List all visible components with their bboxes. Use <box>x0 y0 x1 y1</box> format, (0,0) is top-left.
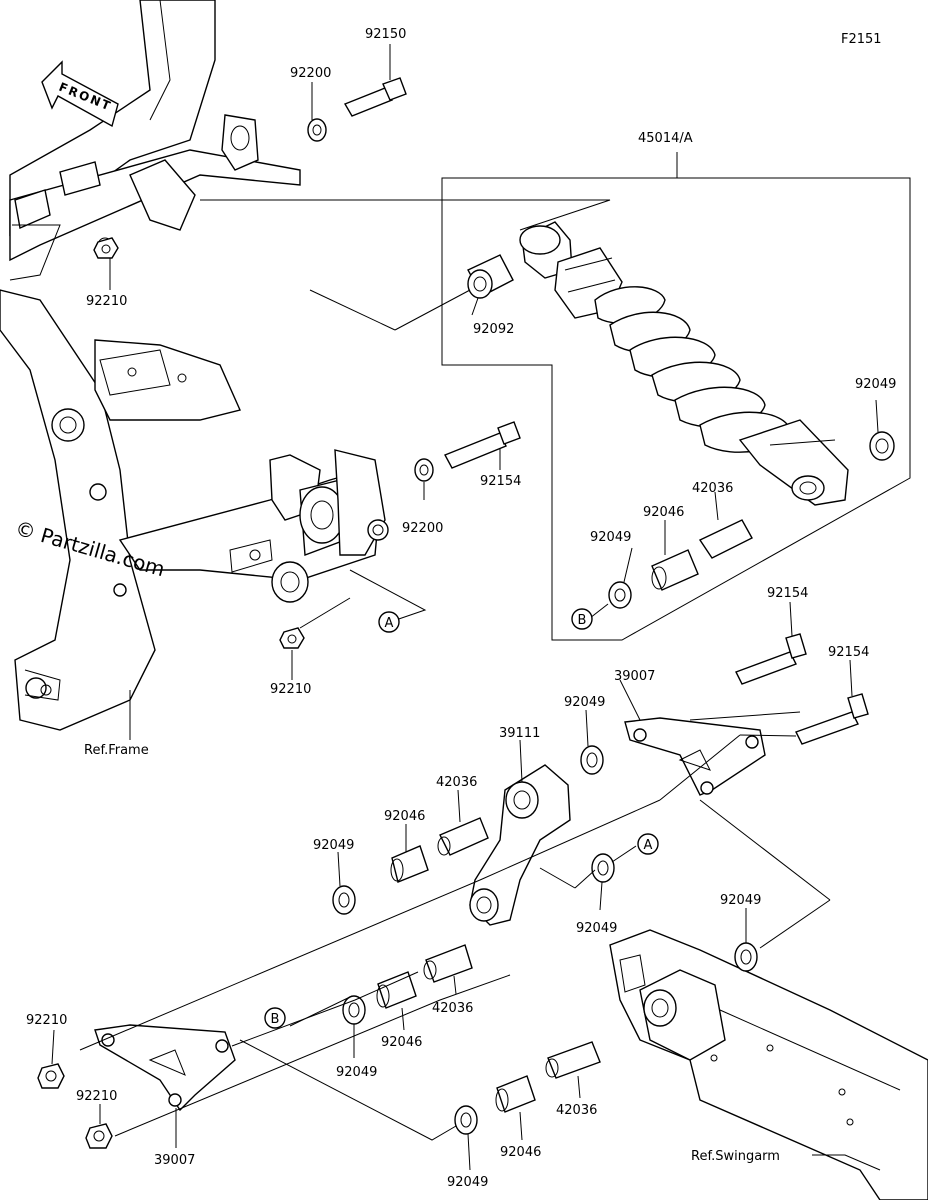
washer-92049-a <box>591 853 615 883</box>
collar-42036-swingarm <box>547 1041 601 1079</box>
part-label: 92150 <box>365 27 406 42</box>
part-label: 92200 <box>402 521 443 536</box>
callout-a-1: A <box>378 611 400 633</box>
svg-text:B: B <box>578 613 587 628</box>
tie-rod-39007-lower <box>94 1024 236 1112</box>
part-label: 92154 <box>480 474 521 489</box>
part-label: 92046 <box>384 809 425 824</box>
part-label: 92210 <box>270 682 311 697</box>
washer-92200-mid <box>414 458 434 482</box>
bushing-92092 <box>467 254 514 299</box>
bearing-92046-upper <box>391 845 429 883</box>
part-label: 39007 <box>614 669 655 684</box>
part-label: 92092 <box>473 322 514 337</box>
collar-42036-shock <box>698 519 753 559</box>
part-label: 92154 <box>828 645 869 660</box>
bearing-92046-shock <box>651 549 699 591</box>
part-label: 42036 <box>436 775 477 790</box>
washer-92049-shock <box>869 431 895 461</box>
part-label: 92154 <box>767 586 808 601</box>
part-label: 92049 <box>447 1175 488 1190</box>
part-label: 92046 <box>381 1035 422 1050</box>
part-label: 92049 <box>336 1065 377 1080</box>
nut-92210-top <box>93 237 119 259</box>
part-label: 42036 <box>556 1103 597 1118</box>
washer-92049-swingarm <box>734 942 758 972</box>
nut-92210-mid <box>279 627 305 649</box>
part-label: 92210 <box>26 1013 67 1028</box>
svg-text:B: B <box>271 1012 280 1027</box>
washer-92049-swingarm-b <box>454 1105 478 1135</box>
part-label: 92049 <box>855 377 896 392</box>
svg-text:A: A <box>644 838 653 853</box>
part-label: 92049 <box>720 893 761 908</box>
callout-a-2: A <box>637 833 659 855</box>
part-label: 92200 <box>290 66 331 81</box>
part-label: 92046 <box>500 1145 541 1160</box>
bearing-92046-lower <box>377 971 417 1009</box>
part-label: 92049 <box>590 530 631 545</box>
part-label: 92049 <box>576 921 617 936</box>
part-label: 92210 <box>76 1089 117 1104</box>
nut-92210-lower-a <box>37 1063 65 1089</box>
bearing-92046-swingarm <box>496 1075 536 1113</box>
part-label: 39111 <box>499 726 540 741</box>
washer-92049-shock-b <box>608 581 632 609</box>
part-label: 92210 <box>86 294 127 309</box>
front-arrow: FRONT <box>41 60 119 128</box>
svg-text:A: A <box>385 616 394 631</box>
callout-b-1: B <box>571 608 593 630</box>
part-label: 42036 <box>692 481 733 496</box>
rocker-arm-39111 <box>469 764 571 926</box>
bolt-92154-right-a <box>735 633 807 685</box>
tie-rod-39007-upper <box>624 717 766 796</box>
washer-92049-upper-left <box>332 885 356 915</box>
ref-swingarm-label: Ref.Swingarm <box>691 1149 780 1164</box>
collar-42036-upper <box>439 817 489 856</box>
leader-lines <box>51 44 911 1171</box>
part-label: 45014/A <box>638 131 693 146</box>
bolt-92154-mid <box>444 421 521 469</box>
nut-92210-lower-b <box>85 1123 113 1149</box>
swingarm <box>609 929 928 1200</box>
callout-b-2: B <box>264 1007 286 1029</box>
washer-92200-top <box>307 118 327 142</box>
frame-assembly <box>0 0 389 731</box>
part-label: 92046 <box>643 505 684 520</box>
rear-shock-absorber <box>519 221 849 506</box>
collar-42036-lower <box>425 944 473 983</box>
part-label: 39007 <box>154 1153 195 1168</box>
bolt-92154-right-b <box>795 693 869 745</box>
washer-92049-link-top <box>580 745 604 775</box>
part-label: 92049 <box>564 695 605 710</box>
part-label: 42036 <box>432 1001 473 1016</box>
diagram-code: F2151 <box>841 32 882 47</box>
ref-frame-label: Ref.Frame <box>84 743 149 758</box>
part-label: 92049 <box>313 838 354 853</box>
bolt-92150 <box>343 77 407 117</box>
